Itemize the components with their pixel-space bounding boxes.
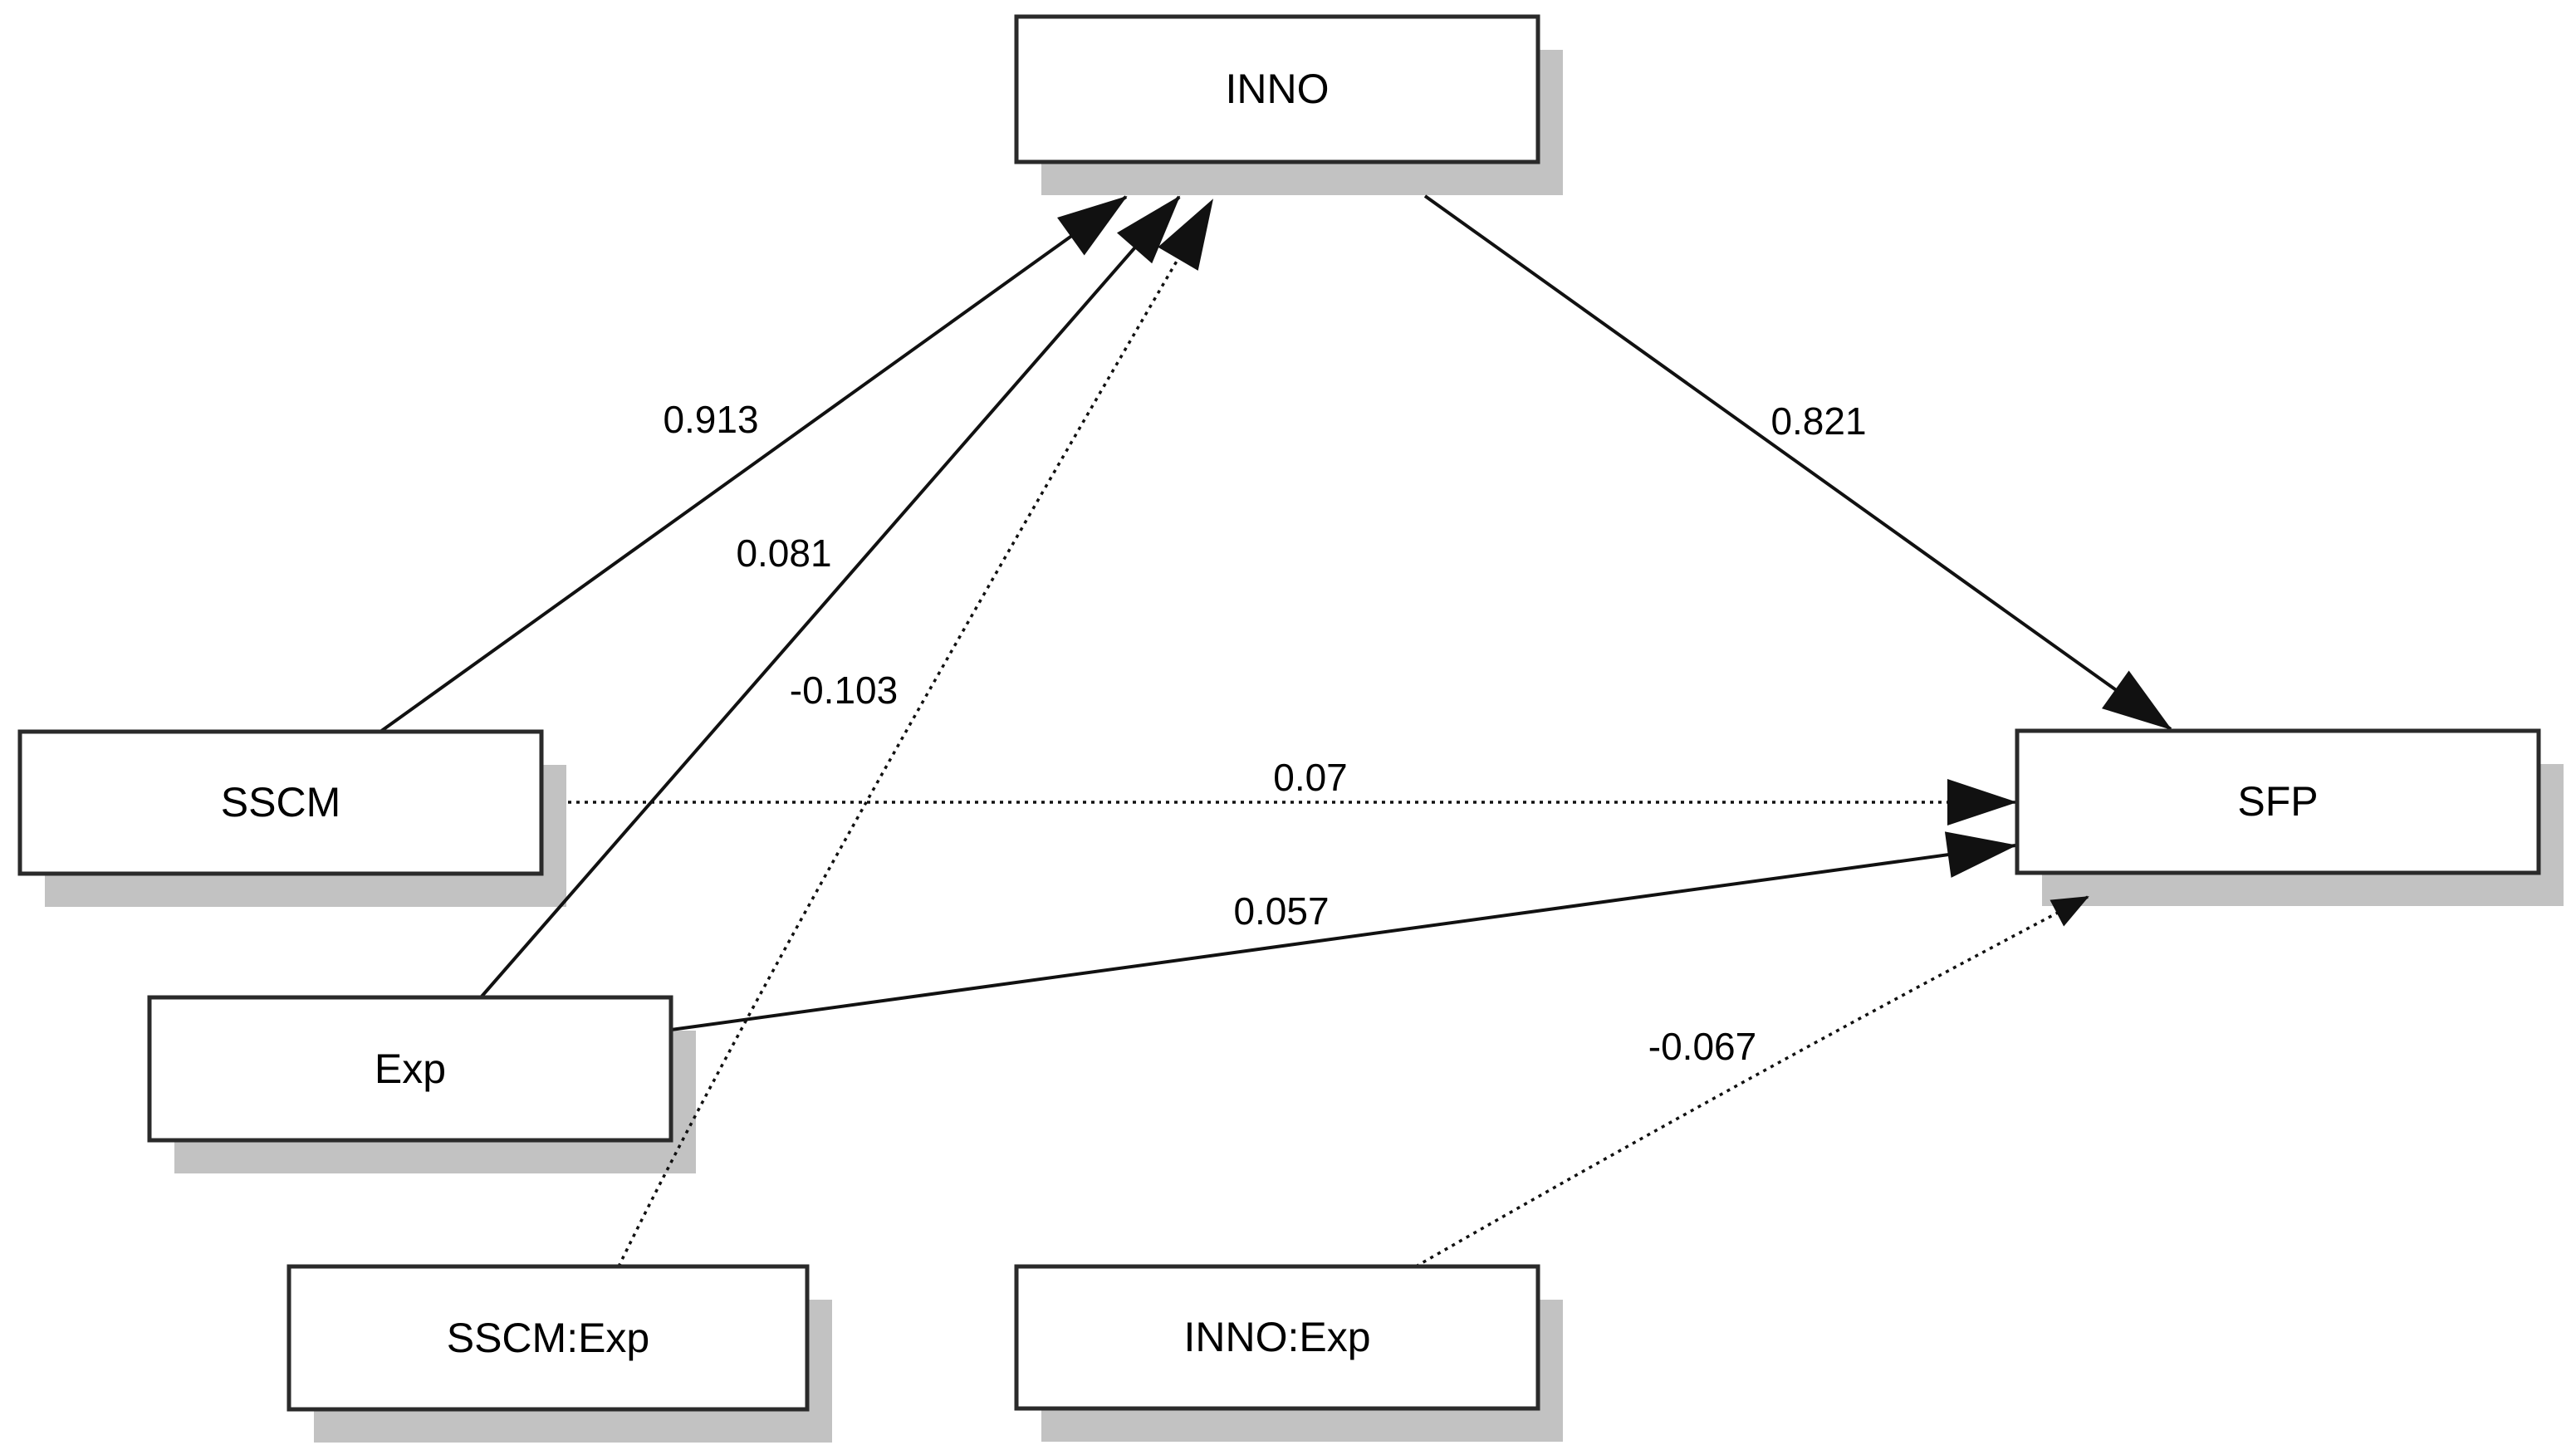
edges	[379, 194, 2172, 1268]
node-sscm-exp-label: SSCM:Exp	[447, 1315, 650, 1361]
node-sscm: SSCM	[17, 729, 544, 876]
node-inno-exp-label: INNO:Exp	[1183, 1314, 1370, 1360]
node-sscm-label: SSCM	[221, 779, 340, 825]
edge-label-sscm-exp-inno: -0.103	[790, 669, 898, 712]
node-sscm-box	[17, 729, 544, 876]
edge-exp-to-sfp	[670, 831, 2017, 1031]
node-inno-exp: INNO:Exp	[1014, 1264, 1540, 1411]
node-sfp-box	[2015, 728, 2541, 875]
node-sscm-exp-box	[286, 1264, 810, 1412]
edge-label-sscm-inno: 0.913	[663, 398, 758, 441]
edge-inno-to-sfp	[1423, 194, 2172, 731]
edge-label-inno-sfp: 0.821	[1770, 399, 1866, 443]
node-sfp: SFP	[2015, 728, 2541, 875]
edge-labels: 0.913 0.081 -0.103 0.07 0.821 0.057 -0.0…	[663, 398, 1866, 1068]
node-exp-box	[147, 995, 673, 1143]
edge-label-exp-sfp: 0.057	[1233, 889, 1329, 933]
node-sscm-exp: SSCM:Exp	[286, 1264, 810, 1412]
edge-label-exp-inno: 0.081	[736, 532, 831, 575]
node-inno-box	[1014, 14, 1540, 164]
node-sfp-label: SFP	[2237, 778, 2318, 825]
node-exp: Exp	[147, 995, 673, 1143]
edge-label-sscm-sfp: 0.07	[1273, 756, 1348, 799]
node-inno: INNO	[1014, 14, 1540, 164]
edge-sscm-to-inno	[379, 195, 1128, 733]
node-inno-label: INNO	[1226, 66, 1330, 112]
edge-label-inno-exp-sfp: -0.067	[1648, 1025, 1756, 1068]
edge-inno-exp-to-sfp	[1415, 895, 2089, 1268]
node-inno-exp-box	[1014, 1264, 1540, 1411]
edge-sscm-exp-to-inno	[617, 198, 1214, 1267]
node-exp-label: Exp	[375, 1046, 446, 1092]
edge-exp-to-inno	[479, 195, 1181, 999]
